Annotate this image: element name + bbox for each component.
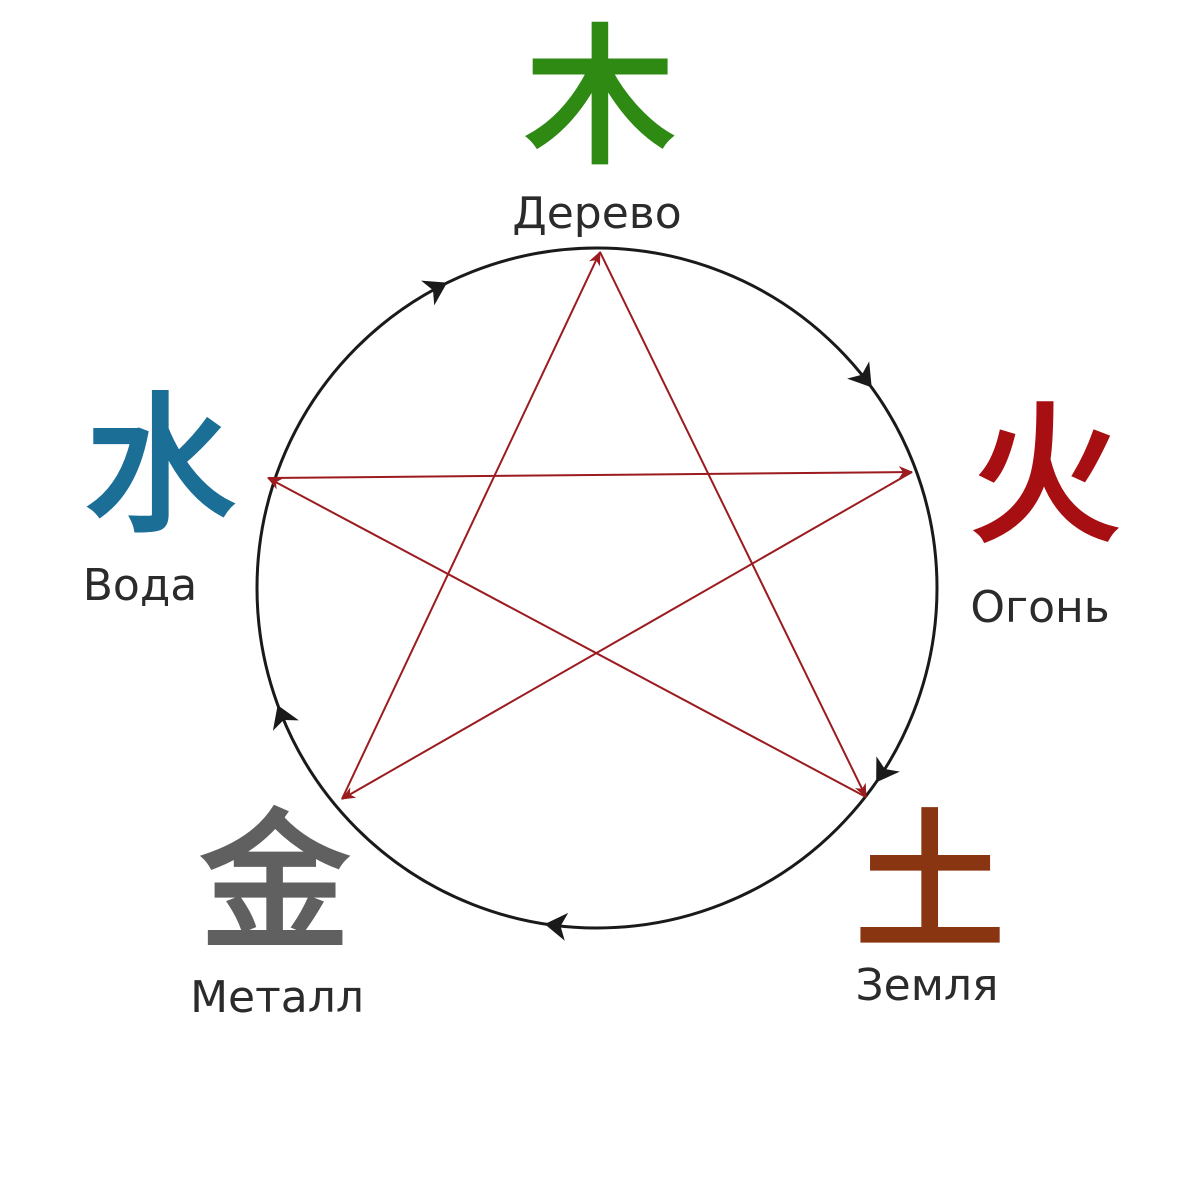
earth-label: Земля <box>855 960 998 1011</box>
star-arrow-wood-to-earth <box>599 251 867 798</box>
cycle-arrow-metal-to-water <box>272 705 299 731</box>
earth-character: 土 <box>855 795 1005 971</box>
star-arrow-fire-to-metal <box>341 471 913 800</box>
wood-character: 木 <box>525 10 675 186</box>
star-arrow-water-to-fire <box>267 466 913 479</box>
water-character: 水 <box>85 378 236 554</box>
cycle-arrow-wood-to-fire <box>847 361 872 388</box>
star-arrow-metal-to-wood <box>341 251 601 800</box>
metal-character: 金 <box>199 795 351 971</box>
wood-label: Дерево <box>512 188 681 239</box>
cycle-arrow-water-to-wood <box>421 280 448 306</box>
metal-label: Металл <box>190 972 364 1023</box>
cycle-arrow-earth-to-metal <box>544 912 569 941</box>
controlling-star <box>267 251 913 800</box>
cycle-arrowheads <box>272 280 900 941</box>
generating-cycle-circle <box>255 246 939 930</box>
fire-label: Огонь <box>970 582 1109 633</box>
water-label: Вода <box>83 560 198 611</box>
fire-character: 火 <box>970 388 1120 564</box>
cycle-arrow-fire-to-earth <box>876 756 900 783</box>
star-arrow-earth-to-water <box>267 477 867 798</box>
